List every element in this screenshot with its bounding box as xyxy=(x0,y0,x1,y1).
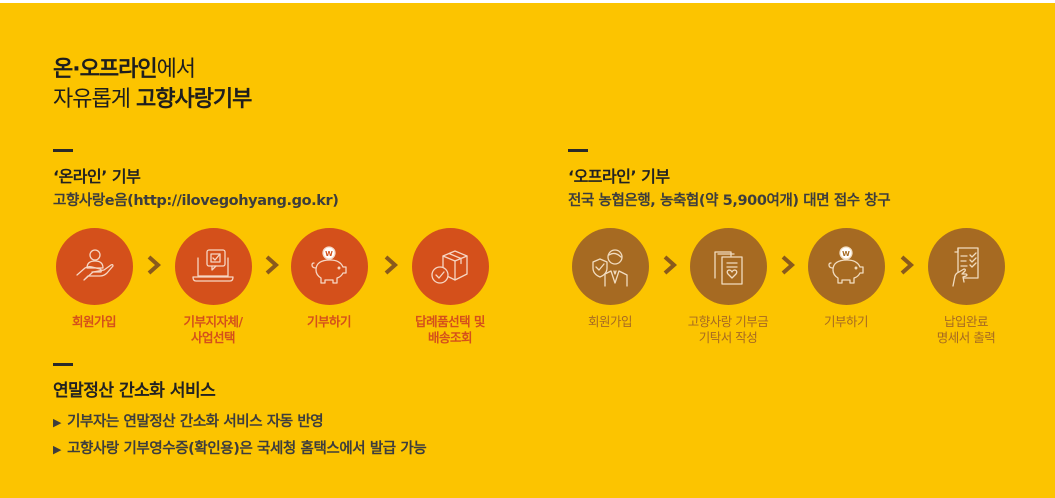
online-step-circle xyxy=(55,228,133,305)
online-step-circle xyxy=(174,228,252,305)
svg-text:W: W xyxy=(325,250,333,258)
offline-step-circle xyxy=(927,228,1005,305)
online-step-select-region: 기부지자체/ 사업선택 xyxy=(153,228,273,346)
piggy-bank-icon: W xyxy=(828,245,864,284)
person-shield-icon xyxy=(592,248,628,287)
offline-step-write-form: 고향사랑 기부금 기탁서 작성 xyxy=(668,228,788,346)
step-label: 기부지자체/ 사업선택 xyxy=(183,314,243,345)
headline-line-2: 자유롭게 고향사랑기부 xyxy=(53,87,252,112)
step-label: 회원가입 xyxy=(587,314,633,329)
online-step-signup: 회원가입 xyxy=(34,228,154,330)
step-label: 회원가입 xyxy=(71,314,117,329)
offline-step-circle: W xyxy=(807,228,885,305)
step-label: 답례품선택 및 배송조회 xyxy=(415,314,485,345)
gohyang-donation-banner: 온·오프라인에서 자유롭게 고향사랑기부 ‘온라인’ 기부 고향사랑e음(htt… xyxy=(0,3,1055,498)
tax-bullet-item: ▶기부자는 연말정산 간소화 서비스 자동 반영 xyxy=(53,414,324,430)
chevron-right-icon xyxy=(147,255,162,275)
headline: 온·오프라인에서 자유롭게 고향사랑기부 xyxy=(53,55,252,115)
triangle-bullet-icon: ▶ xyxy=(53,416,62,429)
step-label: 납입완료 명세서 출력 xyxy=(936,314,996,345)
chevron-right-icon xyxy=(900,255,915,275)
divider-dash xyxy=(568,149,588,152)
offline-step-circle xyxy=(689,228,767,305)
online-section-title: ‘온라인’ 기부 xyxy=(53,167,141,186)
tax-bullet-item: ▶고향사랑 기부영수증(확인용)은 국세청 홈택스에서 발급 가능 xyxy=(53,441,427,457)
headline-line-1: 온·오프라인에서 xyxy=(53,57,196,82)
svg-text:W: W xyxy=(842,250,850,258)
step-label: 기부하기 xyxy=(823,314,869,329)
hand-person-icon xyxy=(76,248,114,281)
document-heart-icon xyxy=(714,250,743,285)
step-label: 기부하기 xyxy=(306,314,352,329)
chevron-right-icon xyxy=(384,255,399,275)
offline-step-receipt: 납입완료 명세서 출력 xyxy=(906,228,1026,346)
tax-section-title: 연말정산 간소화 서비스 xyxy=(53,381,216,401)
offline-section-subtitle: 전국 농협은행, 농축협(약 5,900여개) 대면 접수 창구 xyxy=(568,193,891,209)
online-step-circle: W xyxy=(290,228,368,305)
online-section-subtitle: 고향사랑e음(http://ilovegohyang.go.kr) xyxy=(53,193,339,209)
box-check-icon xyxy=(431,249,468,284)
offline-step-signup: 회원가입 xyxy=(550,228,670,330)
step-label: 고향사랑 기부금 기탁서 작성 xyxy=(687,314,769,345)
offline-step-circle xyxy=(571,228,649,305)
chevron-right-icon xyxy=(781,255,796,275)
online-step-circle xyxy=(411,228,489,305)
offline-section-title: ‘오프라인’ 기부 xyxy=(568,167,670,186)
chevron-right-icon xyxy=(663,255,678,275)
piggy-bank-icon: W xyxy=(311,245,347,284)
offline-step-donate: W 기부하기 xyxy=(786,228,906,330)
triangle-bullet-icon: ▶ xyxy=(53,443,62,456)
laptop-checkbox-icon xyxy=(192,248,234,282)
divider-dash xyxy=(53,149,73,152)
online-step-donate: W 기부하기 xyxy=(269,228,389,330)
online-step-gift-delivery: 답례품선택 및 배송조회 xyxy=(390,228,510,346)
divider-dash xyxy=(53,363,73,366)
chevron-right-icon xyxy=(265,255,280,275)
checklist-hand-icon xyxy=(952,246,979,287)
